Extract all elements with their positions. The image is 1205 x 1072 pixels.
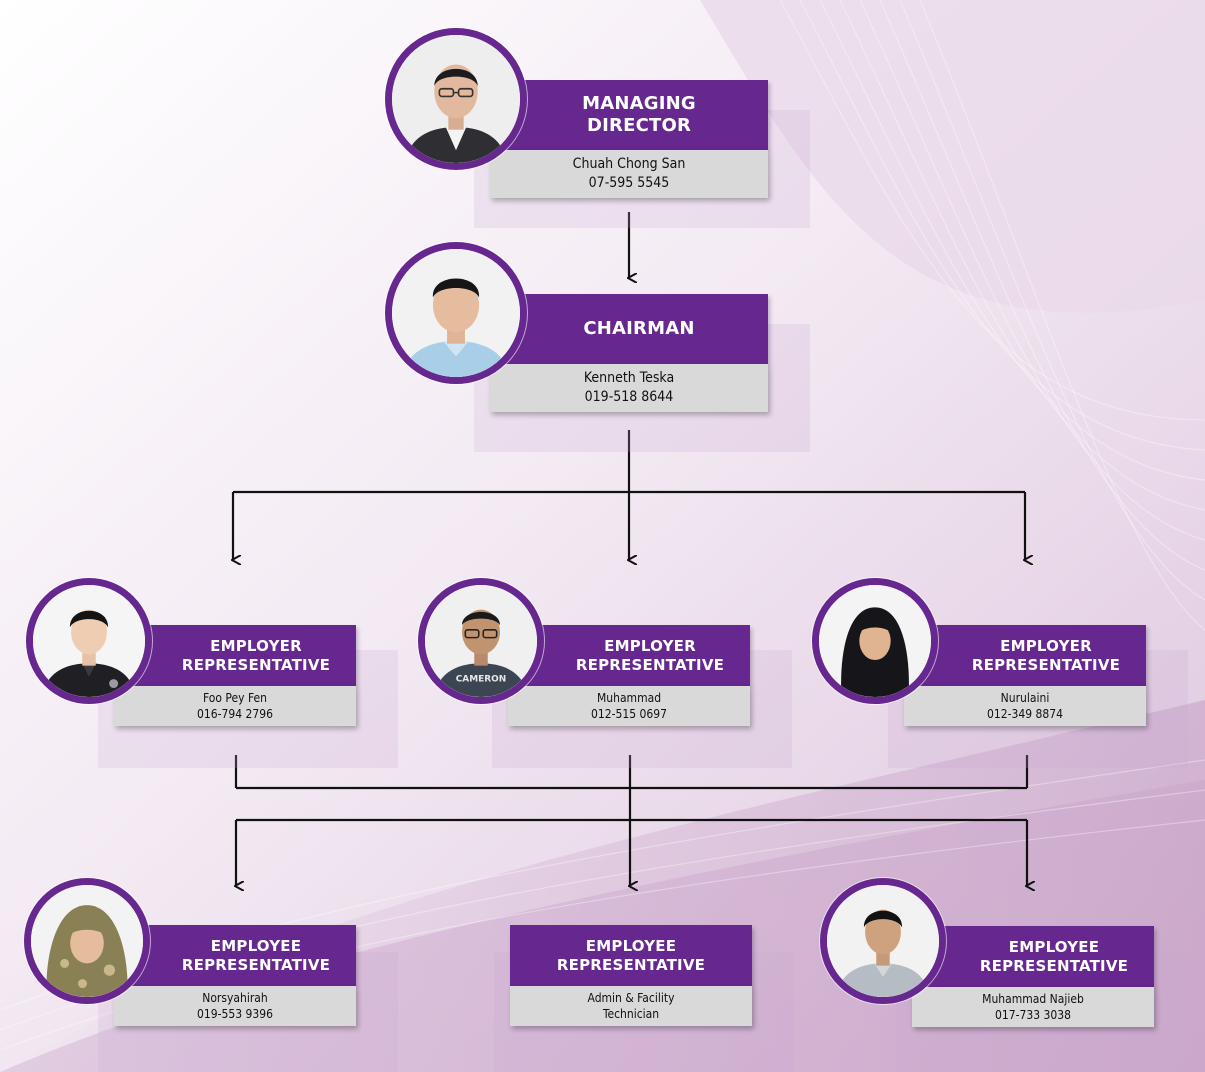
employee-representative-title: EMPLOYEE REPRESENTATIVE	[912, 926, 1154, 987]
chairman-info: Kenneth Teska 019-518 8644	[490, 364, 768, 412]
portrait-photo-icon	[827, 885, 939, 997]
employer-representative-photo: CAMERON	[418, 578, 544, 704]
portrait-photo-icon: CAMERON	[425, 585, 537, 697]
portrait-photo-icon	[392, 35, 520, 163]
managing-director-info: Chuah Chong San 07-595 5545	[490, 150, 768, 198]
employee-representative-phone: 017-733 3038	[995, 1008, 1071, 1022]
chairman-phone: 019-518 8644	[584, 389, 674, 405]
employer-representative-info: Foo Pey Fen 016-794 2796	[114, 686, 356, 726]
employee-representative-name: Admin & Facility	[587, 990, 675, 1005]
employer-representative-name: Muhammad	[596, 690, 662, 705]
chairman-photo	[385, 242, 527, 384]
employer-representative-title: EMPLOYER REPRESENTATIVE	[508, 625, 750, 686]
employee-representative-photo	[24, 878, 150, 1004]
employee-representative-name: Norsyahirah	[202, 990, 268, 1005]
portrait-photo-icon	[33, 585, 145, 697]
employer-representative-photo	[26, 578, 152, 704]
employer-representative-phone: 012-515 0697	[591, 707, 667, 721]
employee-representative-photo	[820, 878, 946, 1004]
employer-representative-info: Muhammad 012-515 0697	[508, 686, 750, 726]
employer-representative-photo	[812, 578, 938, 704]
managing-director-phone: 07-595 5545	[588, 175, 670, 191]
portrait-photo-icon	[819, 585, 931, 697]
employer-representative-name: Nurulaini	[1000, 690, 1050, 705]
employee-representative-info: Muhammad Najieb 017-733 3038	[912, 987, 1154, 1027]
employee-representative-phone: Technician	[602, 1007, 660, 1021]
employee-representative-title: EMPLOYEE REPRESENTATIVE	[510, 925, 752, 986]
chairman-title: CHAIRMAN	[490, 294, 768, 364]
portrait-photo-icon	[392, 249, 520, 377]
managing-director-photo	[385, 28, 527, 170]
employer-representative-phone: 012-349 8874	[987, 707, 1063, 721]
chairman-name: Kenneth Teska	[583, 370, 675, 387]
employer-representative-title: EMPLOYER REPRESENTATIVE	[114, 625, 356, 686]
employee-representative-title: EMPLOYEE REPRESENTATIVE	[114, 925, 356, 986]
employer-representative-title: EMPLOYER REPRESENTATIVE	[904, 625, 1146, 686]
managing-director-title: MANAGING DIRECTOR	[490, 80, 768, 150]
employer-representative-phone: 016-794 2796	[197, 707, 273, 721]
employee-representative-info: Admin & Facility Technician	[510, 986, 752, 1026]
employee-representative-phone: 019-553 9396	[197, 1007, 273, 1021]
employer-representative-info: Nurulaini 012-349 8874	[904, 686, 1146, 726]
portrait-photo-icon	[31, 885, 143, 997]
employee-representative-name: Muhammad Najieb	[982, 991, 1084, 1006]
employee-representative-info: Norsyahirah 019-553 9396	[114, 986, 356, 1026]
shirt-print-text: CAMERON	[456, 674, 507, 684]
employer-representative-name: Foo Pey Fen	[202, 690, 267, 705]
managing-director-name: Chuah Chong San	[572, 156, 686, 173]
